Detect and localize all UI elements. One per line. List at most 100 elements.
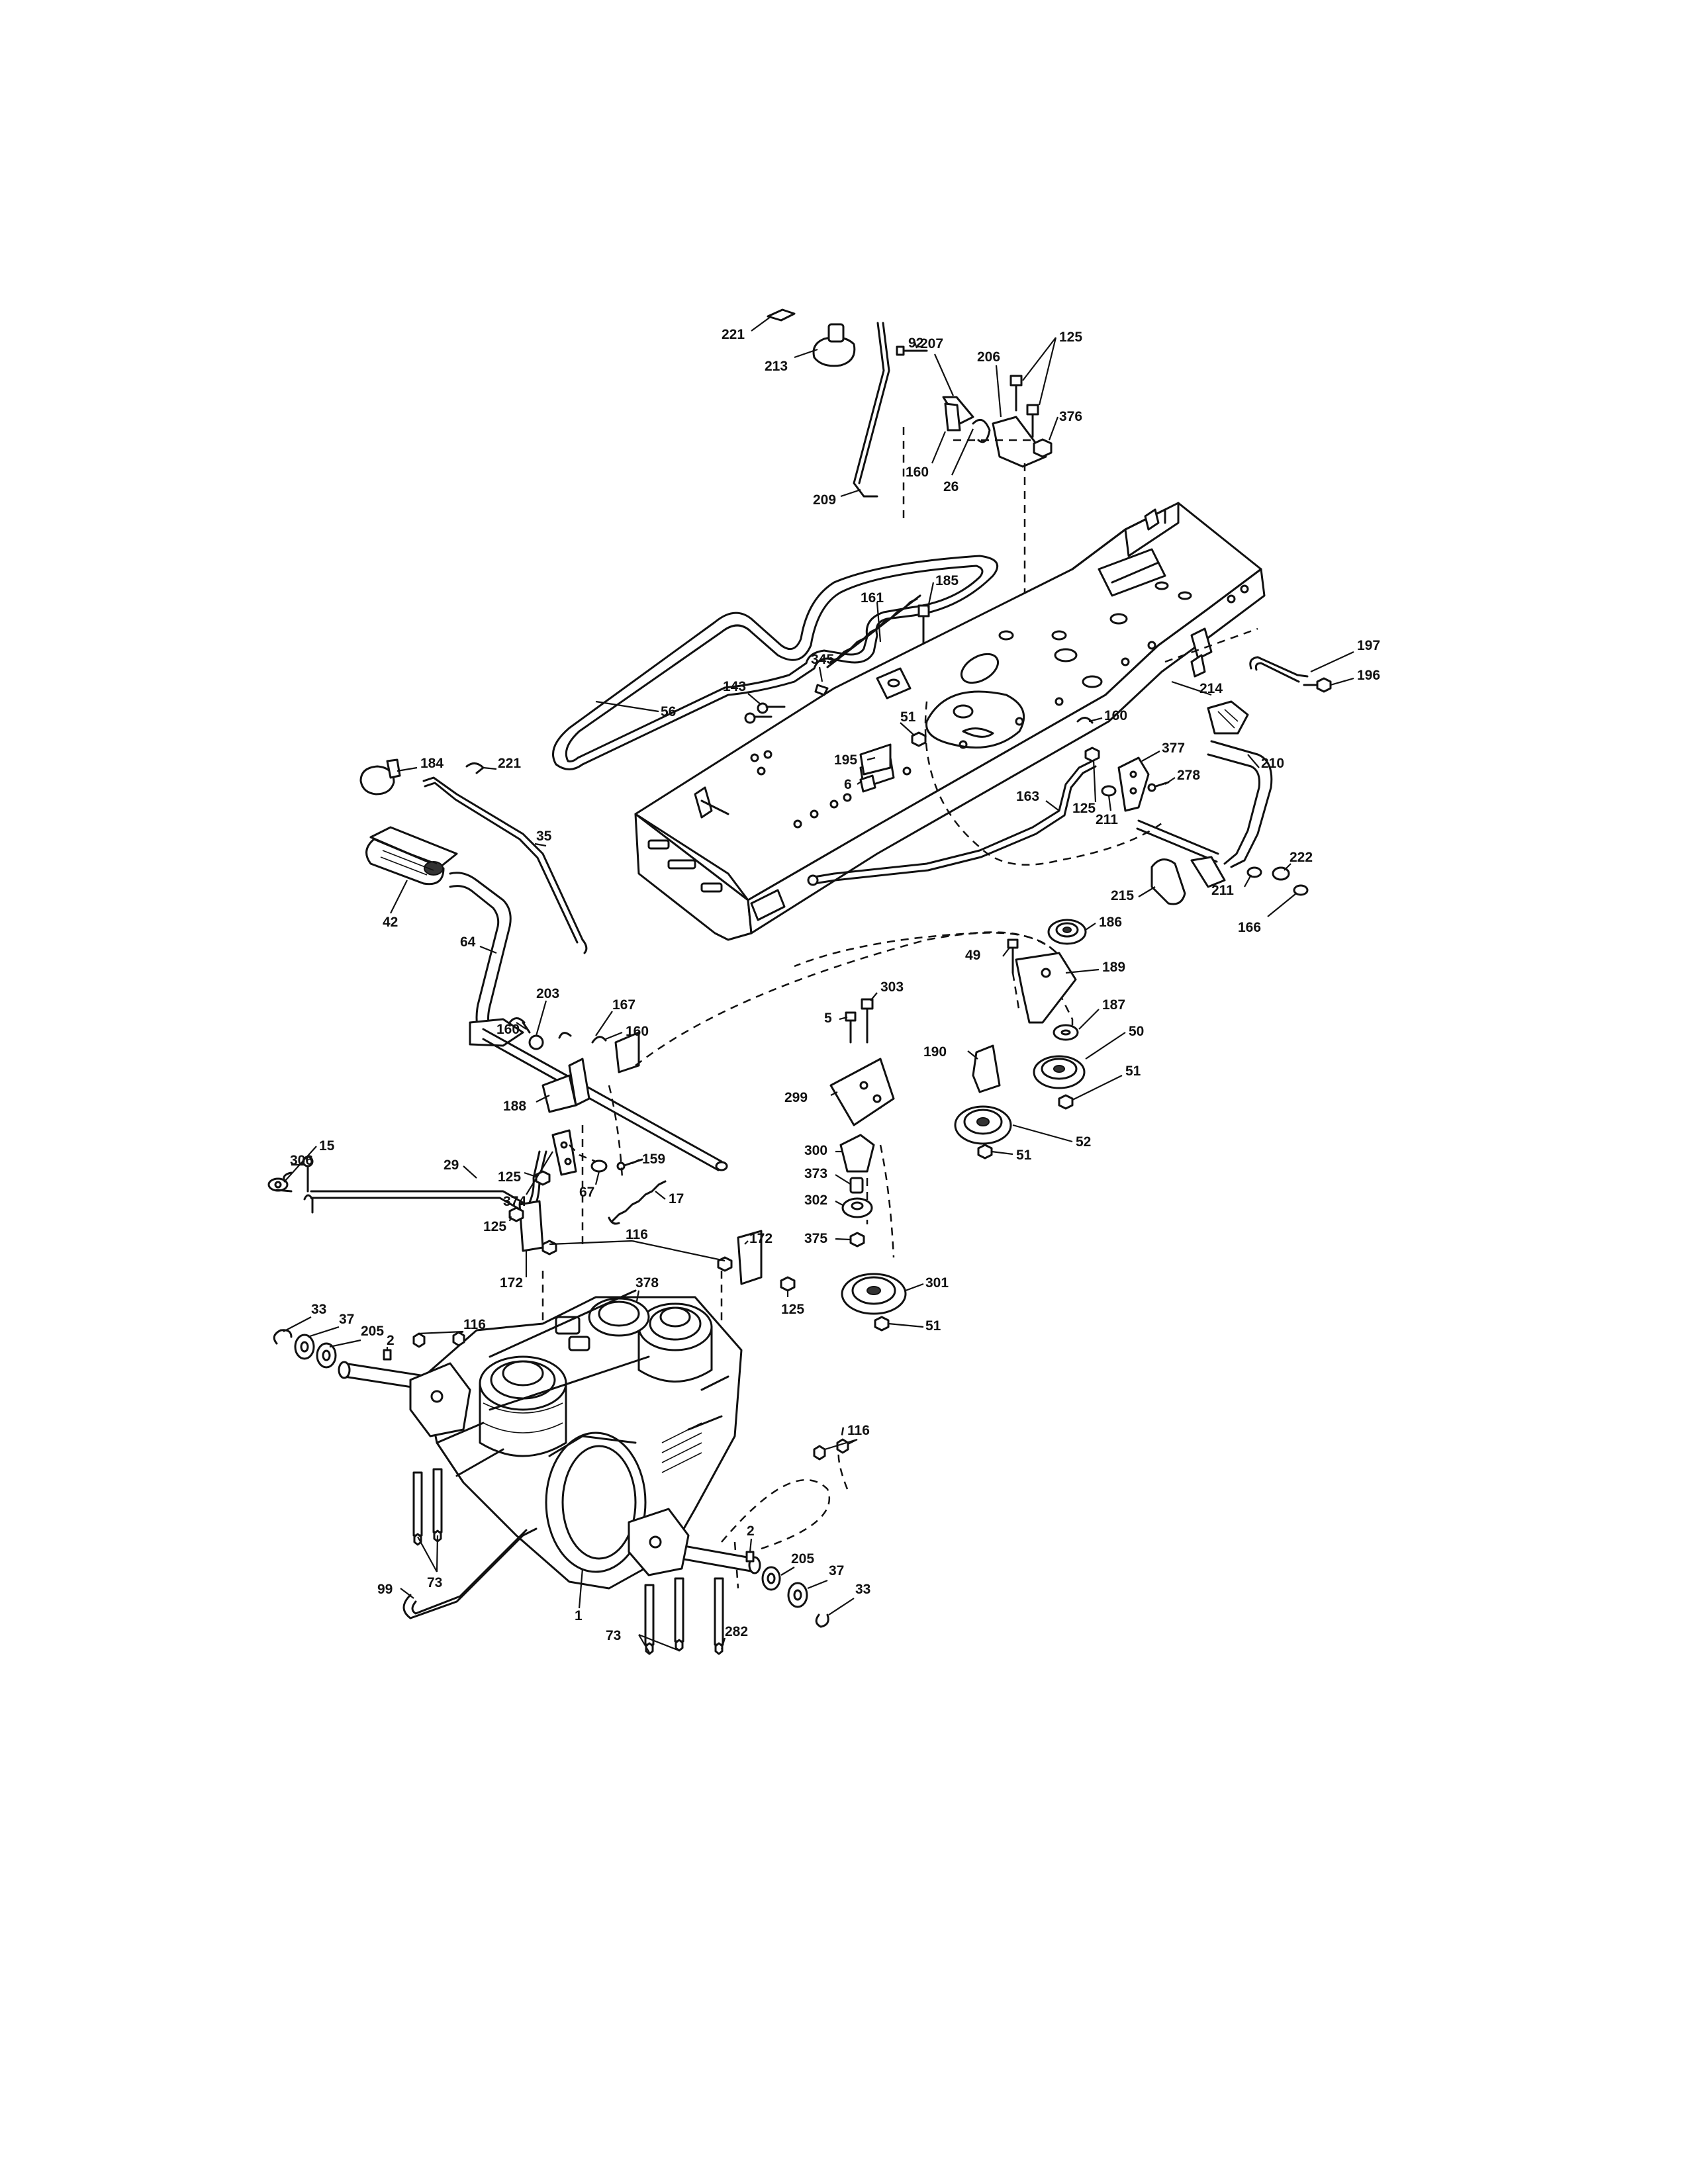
label-163: 163 xyxy=(1016,789,1039,804)
label-17: 17 xyxy=(669,1191,684,1206)
label-206: 206 xyxy=(977,349,1000,365)
label-205: 205 xyxy=(361,1324,384,1339)
label-222: 222 xyxy=(1289,850,1313,865)
label-376: 376 xyxy=(1059,409,1082,424)
drive-pedal-assembly xyxy=(1076,700,1309,905)
label-221: 221 xyxy=(722,327,745,342)
drive-belt xyxy=(552,555,999,770)
part-number-labels: 221 213 92 207 206 125 376 160 26 209 18… xyxy=(290,327,1380,1643)
label-125: 125 xyxy=(781,1302,804,1317)
label-42: 42 xyxy=(383,915,398,930)
label-49: 49 xyxy=(965,948,980,963)
label-377: 377 xyxy=(1162,741,1185,756)
label-211: 211 xyxy=(1096,812,1118,827)
label-195: 195 xyxy=(834,752,857,768)
cruise-rod-assembly xyxy=(807,656,1332,886)
label-300: 300 xyxy=(804,1143,827,1158)
label-373: 373 xyxy=(804,1166,827,1181)
label-209: 209 xyxy=(813,492,836,508)
label-35: 35 xyxy=(536,829,552,844)
label-52: 52 xyxy=(1076,1134,1091,1150)
label-214: 214 xyxy=(1199,681,1223,696)
label-33: 33 xyxy=(311,1302,326,1317)
label-29: 29 xyxy=(444,1158,459,1173)
label-167: 167 xyxy=(612,997,635,1013)
label-73: 73 xyxy=(606,1628,621,1643)
label-99: 99 xyxy=(377,1582,393,1597)
label-301: 301 xyxy=(925,1275,949,1291)
label-189: 189 xyxy=(1102,960,1125,975)
label-188: 188 xyxy=(503,1099,526,1114)
label-345: 345 xyxy=(811,652,834,667)
label-26: 26 xyxy=(943,479,959,494)
label-211: 211 xyxy=(1211,883,1234,898)
label-172: 172 xyxy=(500,1275,523,1291)
label-185: 185 xyxy=(935,573,959,588)
label-67: 67 xyxy=(579,1185,594,1200)
routing-lines xyxy=(522,627,1258,1589)
label-37: 37 xyxy=(829,1563,844,1578)
label-51: 51 xyxy=(925,1318,941,1334)
clutch-rod-assembly xyxy=(359,758,588,954)
label-51: 51 xyxy=(1016,1148,1032,1163)
label-161: 161 xyxy=(861,590,884,606)
label-160: 160 xyxy=(626,1024,649,1039)
label-116: 116 xyxy=(847,1423,870,1438)
label-51: 51 xyxy=(900,709,916,725)
shift-lever-assembly xyxy=(767,308,1053,675)
label-278: 278 xyxy=(1177,768,1200,783)
label-56: 56 xyxy=(661,704,676,719)
label-64: 64 xyxy=(460,934,476,950)
label-125: 125 xyxy=(498,1169,521,1185)
label-125: 125 xyxy=(1072,801,1096,816)
label-116: 116 xyxy=(463,1317,486,1332)
label-160: 160 xyxy=(496,1022,520,1037)
label-73: 73 xyxy=(427,1575,442,1590)
label-2: 2 xyxy=(747,1524,755,1539)
label-51: 51 xyxy=(1125,1064,1141,1079)
center-idler-assembly xyxy=(829,998,907,1332)
frame-hardware xyxy=(744,684,927,793)
tractor-frame xyxy=(634,502,1266,941)
label-116: 116 xyxy=(626,1227,648,1242)
label-125: 125 xyxy=(1059,330,1082,345)
label-207: 207 xyxy=(920,336,943,351)
label-160: 160 xyxy=(906,465,929,480)
label-37: 37 xyxy=(339,1312,354,1327)
label-374: 374 xyxy=(503,1194,526,1209)
label-50: 50 xyxy=(1129,1024,1144,1039)
label-1: 1 xyxy=(575,1608,583,1623)
leader-lines xyxy=(283,316,1354,1653)
label-210: 210 xyxy=(1261,756,1284,771)
transaxle-bolts xyxy=(402,1468,724,1655)
label-186: 186 xyxy=(1099,915,1122,930)
label-299: 299 xyxy=(784,1090,808,1105)
axle-hardware xyxy=(273,1329,849,1628)
label-166: 166 xyxy=(1238,920,1261,935)
transaxle-brackets xyxy=(508,1200,796,1314)
label-33: 33 xyxy=(855,1582,870,1597)
label-160: 160 xyxy=(1104,708,1127,723)
label-197: 197 xyxy=(1357,638,1380,653)
label-15: 15 xyxy=(319,1138,335,1154)
label-190: 190 xyxy=(923,1044,947,1060)
label-187: 187 xyxy=(1102,997,1125,1013)
label-205: 205 xyxy=(791,1551,814,1567)
label-221: 221 xyxy=(498,756,521,771)
brake-pedal-assembly xyxy=(365,826,524,1047)
label-125: 125 xyxy=(483,1219,506,1234)
label-196: 196 xyxy=(1357,668,1380,683)
transaxle xyxy=(338,1289,761,1590)
idler-pulley-assembly xyxy=(954,919,1087,1160)
label-282: 282 xyxy=(725,1624,748,1639)
label-92: 92 xyxy=(908,336,923,351)
label-302: 302 xyxy=(804,1193,827,1208)
label-159: 159 xyxy=(642,1152,665,1167)
label-5: 5 xyxy=(824,1011,832,1026)
label-184: 184 xyxy=(420,756,444,771)
label-2: 2 xyxy=(387,1333,395,1348)
label-143: 143 xyxy=(723,679,746,694)
label-378: 378 xyxy=(635,1275,659,1291)
label-303: 303 xyxy=(880,979,904,995)
